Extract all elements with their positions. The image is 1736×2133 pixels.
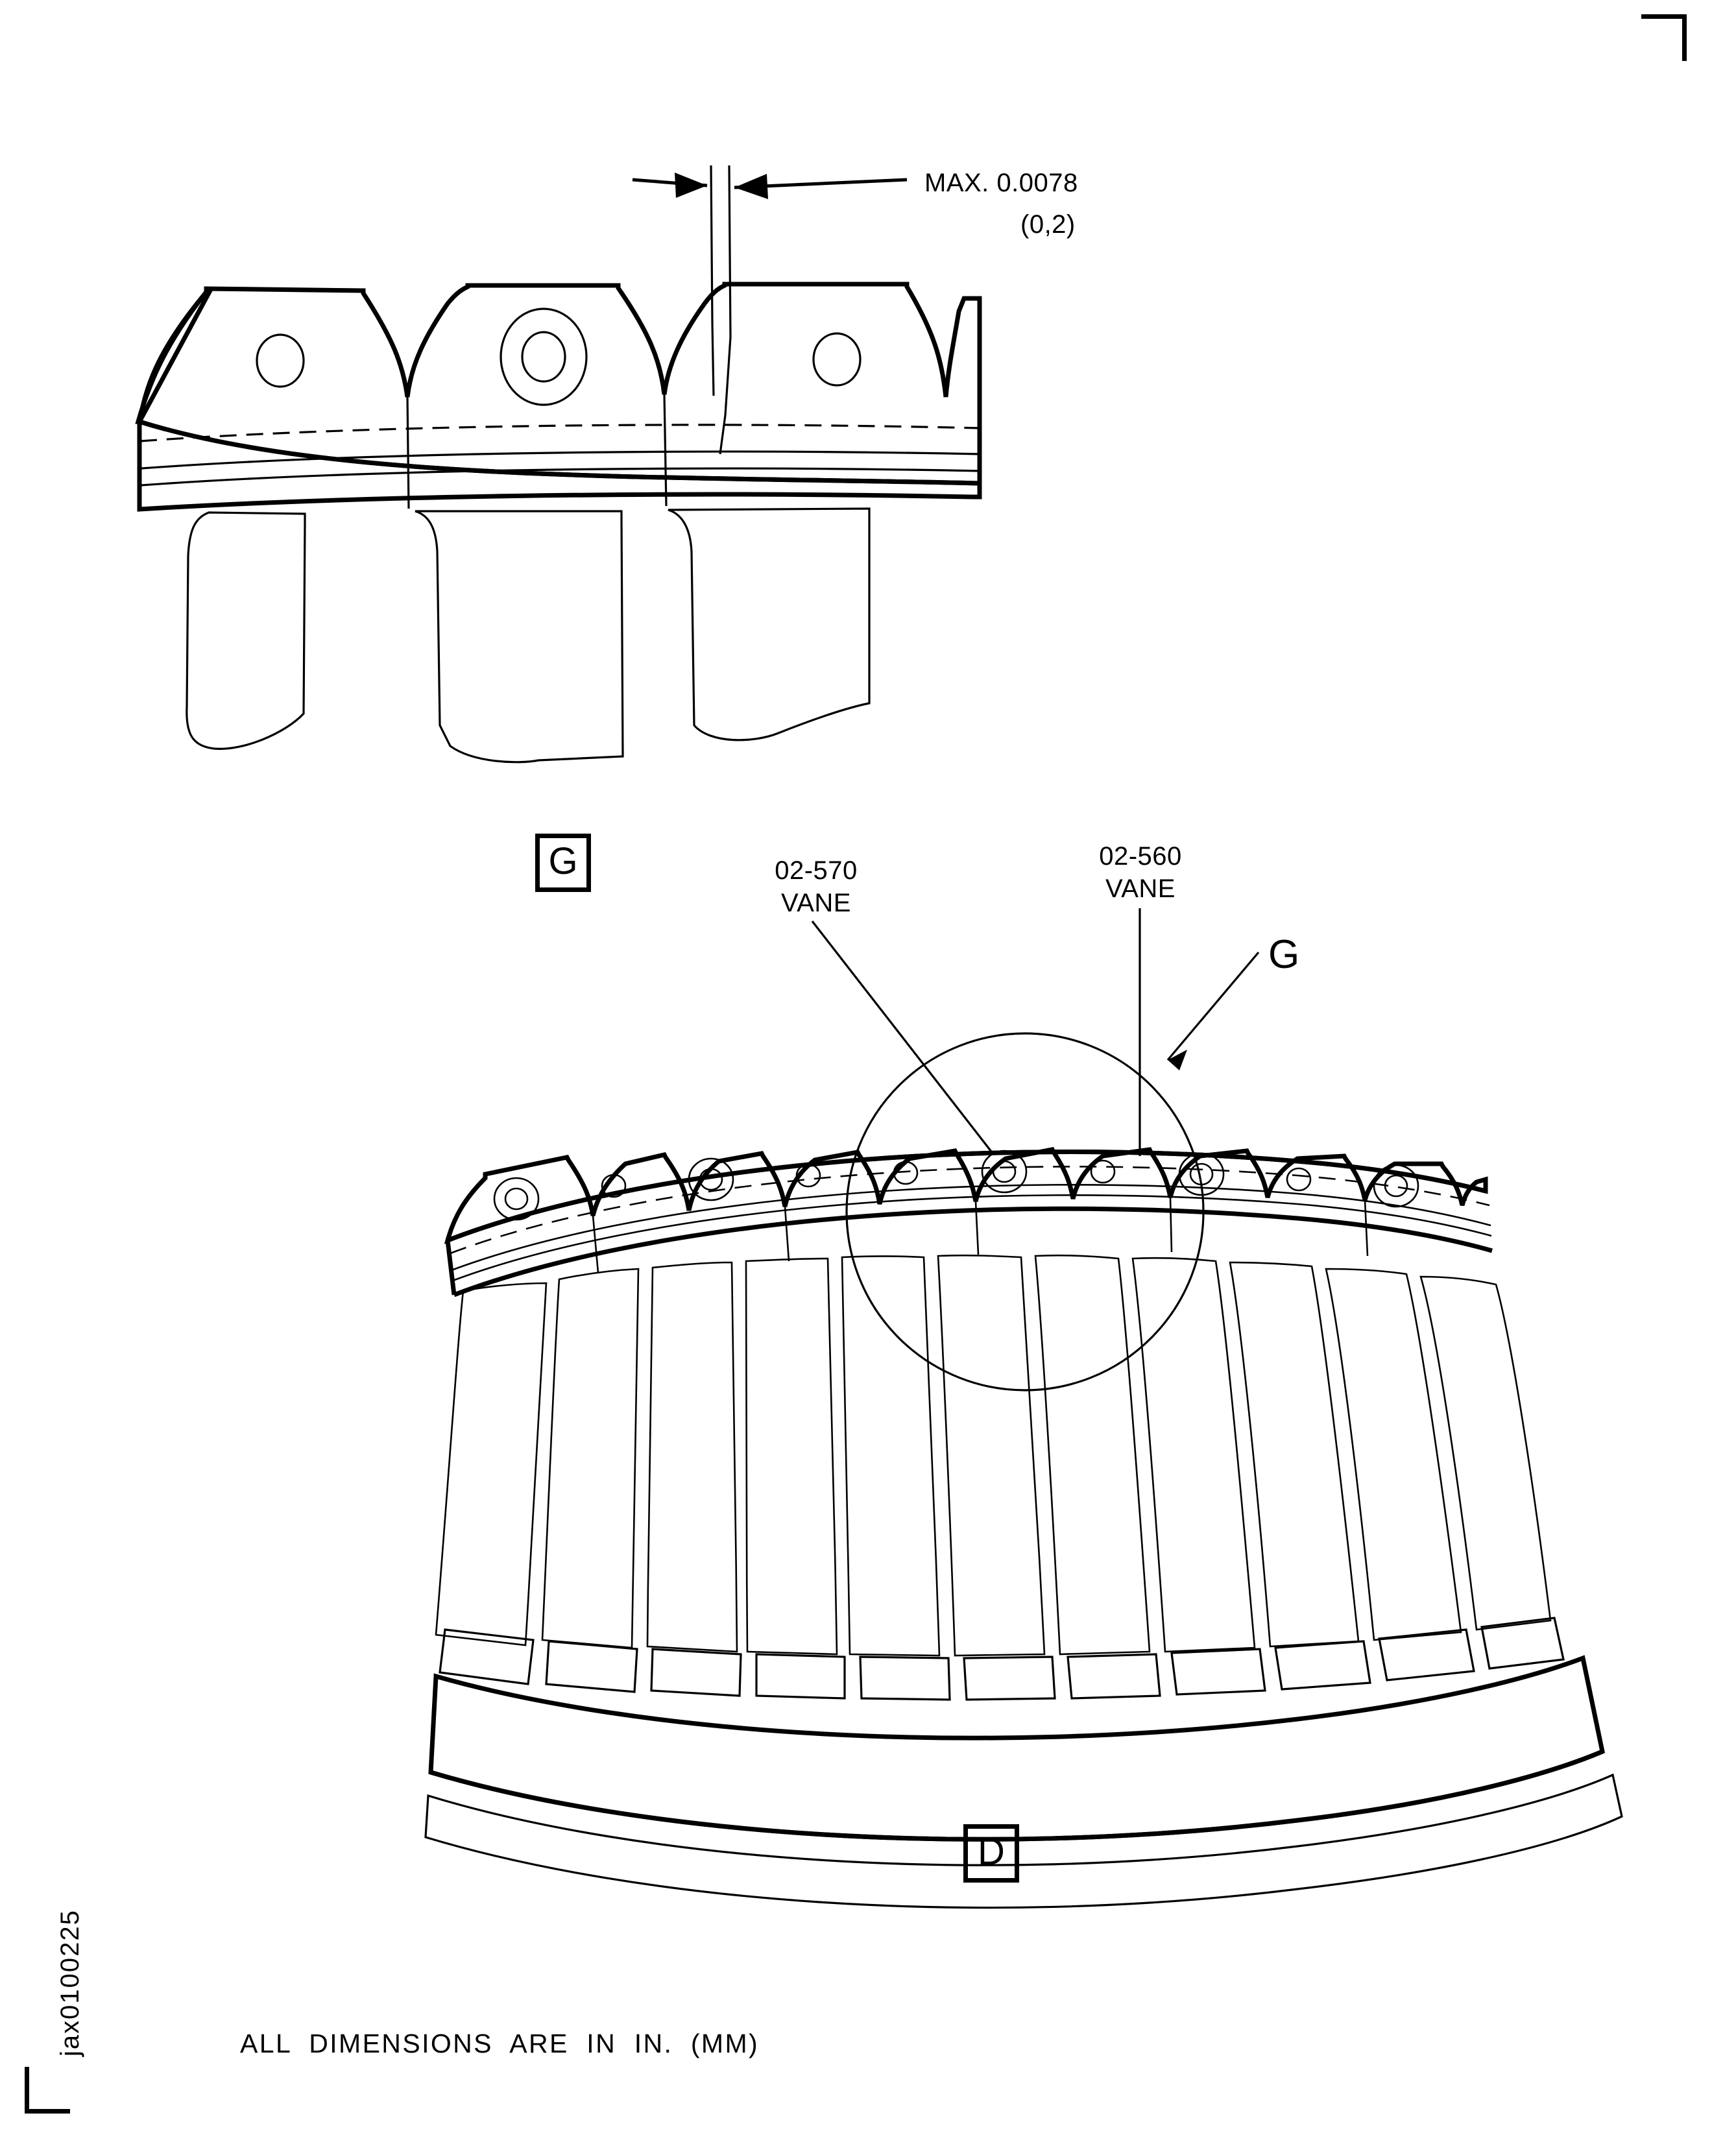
vane-airfoils-d — [435, 1254, 1552, 1657]
units-note: ALL DIMENSIONS ARE IN IN. (MM) — [240, 2029, 760, 2058]
outer-shroud-band-d — [445, 1150, 1493, 1297]
vane-airfoils-g — [186, 507, 871, 764]
segment-split-lines-g — [406, 394, 668, 509]
view-label-g: G — [535, 834, 591, 892]
callout-vane-02-560-name: VANE — [1105, 874, 1175, 903]
shroud-lug-crest-d — [444, 1147, 1488, 1244]
inner-seal-band-d — [424, 1773, 1623, 1909]
callout-vane-02-570-part: 02-570 — [775, 856, 858, 885]
pin-hole-center — [521, 331, 566, 383]
detail-marker-g-label: G — [1268, 932, 1300, 977]
pin-hole-small-right — [812, 332, 862, 387]
vane-shroud-lugs-g — [135, 282, 982, 486]
lug-pin-holes-g — [256, 307, 862, 406]
callout-vane-02-570-name: VANE — [781, 889, 851, 917]
corner-mark-bottom-left — [25, 2067, 70, 2114]
vane-root-blocks-d — [439, 1617, 1565, 1701]
inner-shroud-section-d — [428, 1655, 1606, 1842]
segment-split-lines-d — [592, 1197, 1369, 1273]
gap-dimension-annotation — [632, 165, 908, 455]
pin-hole-small-left — [256, 333, 305, 388]
max-gap-metric: (0,2) — [1020, 210, 1076, 239]
pin-boss-outer-center — [500, 307, 588, 406]
detail-arrow-head-g — [1168, 1050, 1187, 1070]
shroud-band-interior-lines-g — [139, 424, 982, 487]
callout-vane-02-560-part: 02-560 — [1099, 842, 1182, 871]
lug-pin-holes-d — [493, 1150, 1419, 1221]
max-gap-value: MAX. 0.0078 — [924, 169, 1078, 197]
corner-mark-top-right — [1641, 14, 1687, 61]
callout-leaders — [811, 908, 1260, 1156]
